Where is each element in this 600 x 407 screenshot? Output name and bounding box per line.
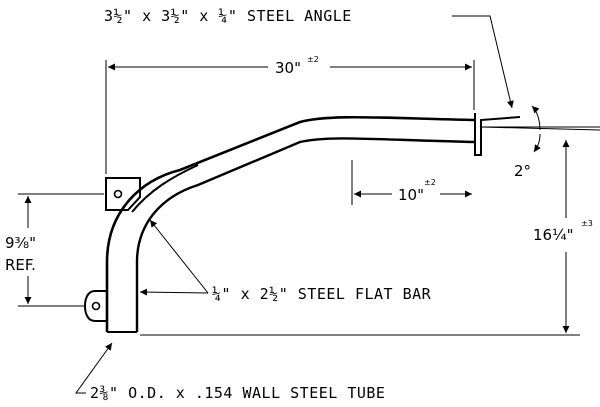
overall-length-value: 30" <box>275 59 301 77</box>
ref-height-dimension: 9⅜" REF. <box>5 196 36 304</box>
bottom-mounting-tab <box>83 290 107 322</box>
steel-tube-label: 2⅜" O.D. x .154 WALL STEEL TUBE <box>90 384 385 402</box>
height-dimension: 16¼" ±3 <box>533 140 593 333</box>
height-tolerance: ±3 <box>581 219 593 228</box>
flat-bar-callout: ¼" x 2½" STEEL FLAT BAR <box>139 219 432 303</box>
steel-angle-callout: 3½" x 3½" x ¼" STEEL ANGLE <box>104 7 514 109</box>
overall-length-tolerance: ±2 <box>307 55 319 64</box>
ref-height-value: 9⅜" <box>5 234 36 252</box>
overall-length-dimension: 30" ±2 <box>108 55 472 77</box>
top-mounting-tab <box>105 177 141 211</box>
tab-hole-icon <box>91 301 101 311</box>
height-value: 16¼" <box>533 226 574 244</box>
steel-tube-callout: 2⅜" O.D. x .154 WALL STEEL TUBE <box>75 342 385 402</box>
offset-length-dimension: 10" ±2 <box>354 178 472 204</box>
angle-dimension: 2° <box>514 105 541 180</box>
extension-lines <box>18 60 580 336</box>
steel-angle-label: 3½" x 3½" x ¼" STEEL ANGLE <box>104 7 352 25</box>
angle-value: 2° <box>514 162 531 180</box>
steel-angle-end <box>474 113 600 156</box>
ref-height-note: REF. <box>5 256 36 274</box>
steel-tube-arm <box>105 115 476 333</box>
offset-length-value: 10" <box>398 186 424 204</box>
flat-bar-gusset <box>131 164 199 213</box>
offset-length-tolerance: ±2 <box>424 178 436 187</box>
tab-hole-icon <box>113 189 123 199</box>
flat-bar-label: ¼" x 2½" STEEL FLAT BAR <box>212 285 432 303</box>
